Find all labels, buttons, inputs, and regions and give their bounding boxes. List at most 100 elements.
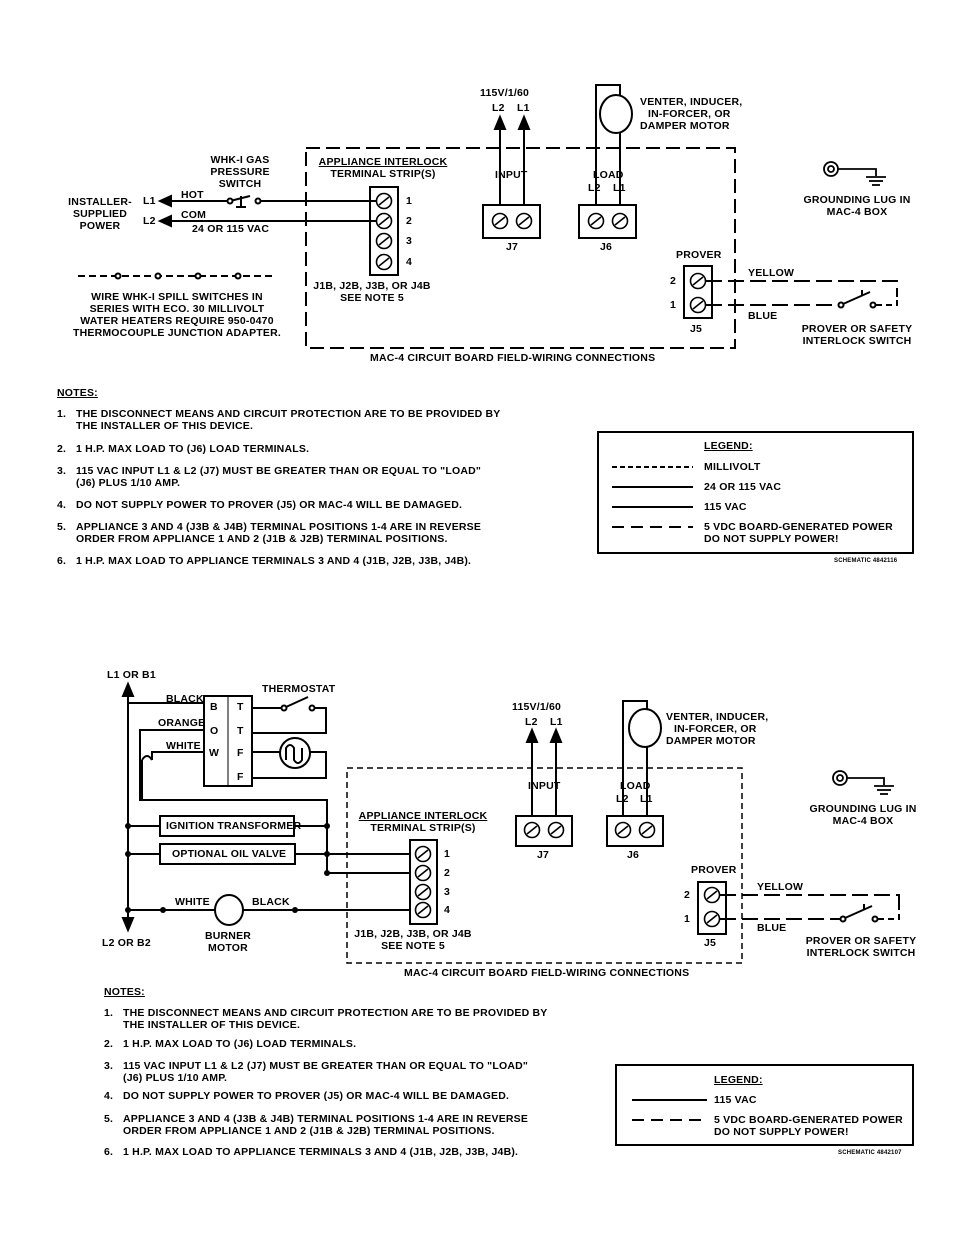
block-t2-2: T bbox=[237, 725, 244, 737]
yellow-label-1: YELLOW bbox=[748, 267, 795, 279]
prover-label-2: PROVER bbox=[691, 864, 737, 876]
blue-label-2: BLUE bbox=[757, 922, 787, 934]
j6-label-1: J6 bbox=[600, 241, 613, 253]
note-1-3: 3. bbox=[57, 465, 67, 477]
input-label-2: INPUT bbox=[528, 780, 561, 792]
schematic-id-1: SCHEMATIC 4842116 bbox=[834, 558, 898, 564]
l2b2-label-2: L2 OR B2 bbox=[102, 937, 151, 949]
load-l2-2: L2 bbox=[616, 793, 629, 805]
spill-switch-line-1 bbox=[78, 272, 272, 280]
yellow-label-2: YELLOW bbox=[757, 881, 804, 893]
voltage-label-1: 24 OR 115 VAC bbox=[192, 223, 270, 235]
block-t1-2: T bbox=[237, 701, 244, 713]
note-2-4: 4. bbox=[104, 1090, 114, 1102]
blue-label-1: BLUE bbox=[748, 310, 778, 322]
j7-label-2: J7 bbox=[537, 849, 550, 861]
motor-black-label-2: BLACK bbox=[252, 896, 290, 908]
note-1-5: 5. bbox=[57, 521, 67, 533]
prover-switch-label-2: PROVER OR SAFETY INTERLOCK SWITCH bbox=[805, 935, 917, 959]
hot-label-1: HOT bbox=[181, 189, 204, 201]
grounding-label-2: GROUNDING LUG IN MAC-4 BOX bbox=[809, 803, 917, 827]
j5-label-2: J5 bbox=[704, 937, 717, 949]
thermostat-label-2: THERMOSTAT bbox=[262, 683, 336, 695]
legend-item-2-1: 115 VAC bbox=[714, 1094, 757, 1106]
spill-note-1: WIRE WHK-I SPILL SWITCHES IN SERIES WITH… bbox=[72, 291, 282, 339]
input-label-1: INPUT bbox=[495, 169, 528, 181]
note-2-6: 6. bbox=[104, 1146, 114, 1158]
orange-label-2: ORANGE bbox=[158, 717, 206, 729]
block-w-2: W bbox=[209, 747, 220, 759]
notes-title-2: NOTES: bbox=[104, 986, 145, 998]
note-2-5: 5. bbox=[104, 1113, 114, 1125]
supply-header-1: 115V/1/60 bbox=[480, 87, 530, 99]
black-label-2: BLACK bbox=[166, 693, 204, 705]
j6-label-2: J6 bbox=[627, 849, 640, 861]
motor-label-1: VENTER, INDUCER, IN-FORCER, OR DAMPER MO… bbox=[640, 96, 743, 132]
board-caption-2: MAC-4 CIRCUIT BOARD FIELD-WIRING CONNECT… bbox=[404, 967, 690, 979]
legend-item-1-1: MILLIVOLT bbox=[704, 461, 761, 473]
motor-label-2: VENTER, INDUCER, IN-FORCER, OR DAMPER MO… bbox=[666, 711, 769, 747]
com-label-1: COM bbox=[181, 209, 207, 221]
strip-label-2: APPLIANCE INTERLOCK TERMINAL STRIP(S) bbox=[358, 810, 488, 834]
prover-wires-1 bbox=[706, 280, 898, 309]
legend-box-1 bbox=[597, 431, 914, 554]
oil-valve-label-2: OPTIONAL OIL VALVE bbox=[172, 848, 287, 860]
legend-item-2-2: 5 VDC BOARD-GENERATED POWER bbox=[714, 1114, 903, 1126]
terminal-num-1-1: 1 bbox=[406, 195, 413, 207]
notes-title-1: NOTES: bbox=[57, 387, 98, 399]
legend-title-1: LEGEND: bbox=[704, 440, 753, 452]
supply-header-2: 115V/1/60 bbox=[512, 701, 562, 713]
note-2-2: 2. bbox=[104, 1038, 114, 1050]
diagram-1 bbox=[78, 84, 914, 554]
installer-wires-1 bbox=[157, 194, 376, 228]
prover-pin-1-2: 1 bbox=[684, 913, 691, 925]
legend-box-2 bbox=[615, 1064, 914, 1146]
block-f1-2: F bbox=[237, 747, 244, 759]
supply-l1-1: L1 bbox=[517, 102, 530, 114]
supply-arrows-1 bbox=[493, 114, 531, 210]
load-label-1: LOAD bbox=[593, 169, 624, 181]
supply-l1-2: L1 bbox=[550, 716, 563, 728]
legend-item-1-3: 115 VAC bbox=[704, 501, 747, 513]
schematic-id-2: SCHEMATIC 4842107 bbox=[838, 1150, 902, 1156]
prover-pin-2-1: 2 bbox=[670, 275, 677, 287]
l1b1-label-2: L1 OR B1 bbox=[107, 669, 156, 681]
jlabel-1: J1B, J2B, J3B, OR J4B SEE NOTE 5 bbox=[313, 280, 431, 304]
terminal-num-3-1: 3 bbox=[406, 235, 413, 247]
prover-pin-2-2: 2 bbox=[684, 889, 691, 901]
ground-lug-1 bbox=[823, 161, 886, 186]
load-l2-1: L2 bbox=[588, 182, 601, 194]
supply-l2-2: L2 bbox=[525, 716, 538, 728]
oil-valve-box-2 bbox=[159, 843, 296, 865]
installer-label-1: INSTALLER- SUPPLIED POWER bbox=[68, 196, 132, 232]
legend-item-2-3: DO NOT SUPPLY POWER! bbox=[714, 1126, 849, 1138]
terminal-num-4-2: 4 bbox=[444, 904, 451, 916]
note-1-1: 1. bbox=[57, 408, 67, 420]
l2-label-1: L2 bbox=[143, 215, 156, 227]
block-f2-2: F bbox=[237, 771, 244, 783]
l1-label-1: L1 bbox=[143, 195, 156, 207]
j5-label-1: J5 bbox=[690, 323, 703, 335]
burner-label-2: BURNER MOTOR bbox=[204, 930, 252, 954]
motor-white-label-2: WHITE bbox=[175, 896, 210, 908]
terminal-num-2-2: 2 bbox=[444, 867, 451, 879]
block-b-2: B bbox=[210, 701, 218, 713]
note-1-4: 4. bbox=[57, 499, 67, 511]
motor-1 bbox=[595, 84, 633, 210]
terminal-num-1-2: 1 bbox=[444, 848, 451, 860]
note-1-2: 2. bbox=[57, 443, 67, 455]
diagram-2 bbox=[121, 681, 914, 1146]
prover-switch-label-1: PROVER OR SAFETY INTERLOCK SWITCH bbox=[801, 323, 913, 347]
burner-motor-2 bbox=[210, 894, 248, 926]
legend-item-1-5: DO NOT SUPPLY POWER! bbox=[704, 533, 839, 545]
j7-label-1: J7 bbox=[506, 241, 519, 253]
note-2-1: 1. bbox=[104, 1007, 114, 1019]
white-label-2: WHITE bbox=[166, 740, 201, 752]
ignition-box-2 bbox=[159, 815, 295, 837]
legend-title-2: LEGEND: bbox=[714, 1074, 763, 1086]
load-l1-1: L1 bbox=[613, 182, 626, 194]
note-1-6: 6. bbox=[57, 555, 67, 567]
supply-l2-1: L2 bbox=[492, 102, 505, 114]
strip-label-1: APPLIANCE INTERLOCK TERMINAL STRIP(S) bbox=[318, 156, 448, 180]
load-l1-2: L1 bbox=[640, 793, 653, 805]
